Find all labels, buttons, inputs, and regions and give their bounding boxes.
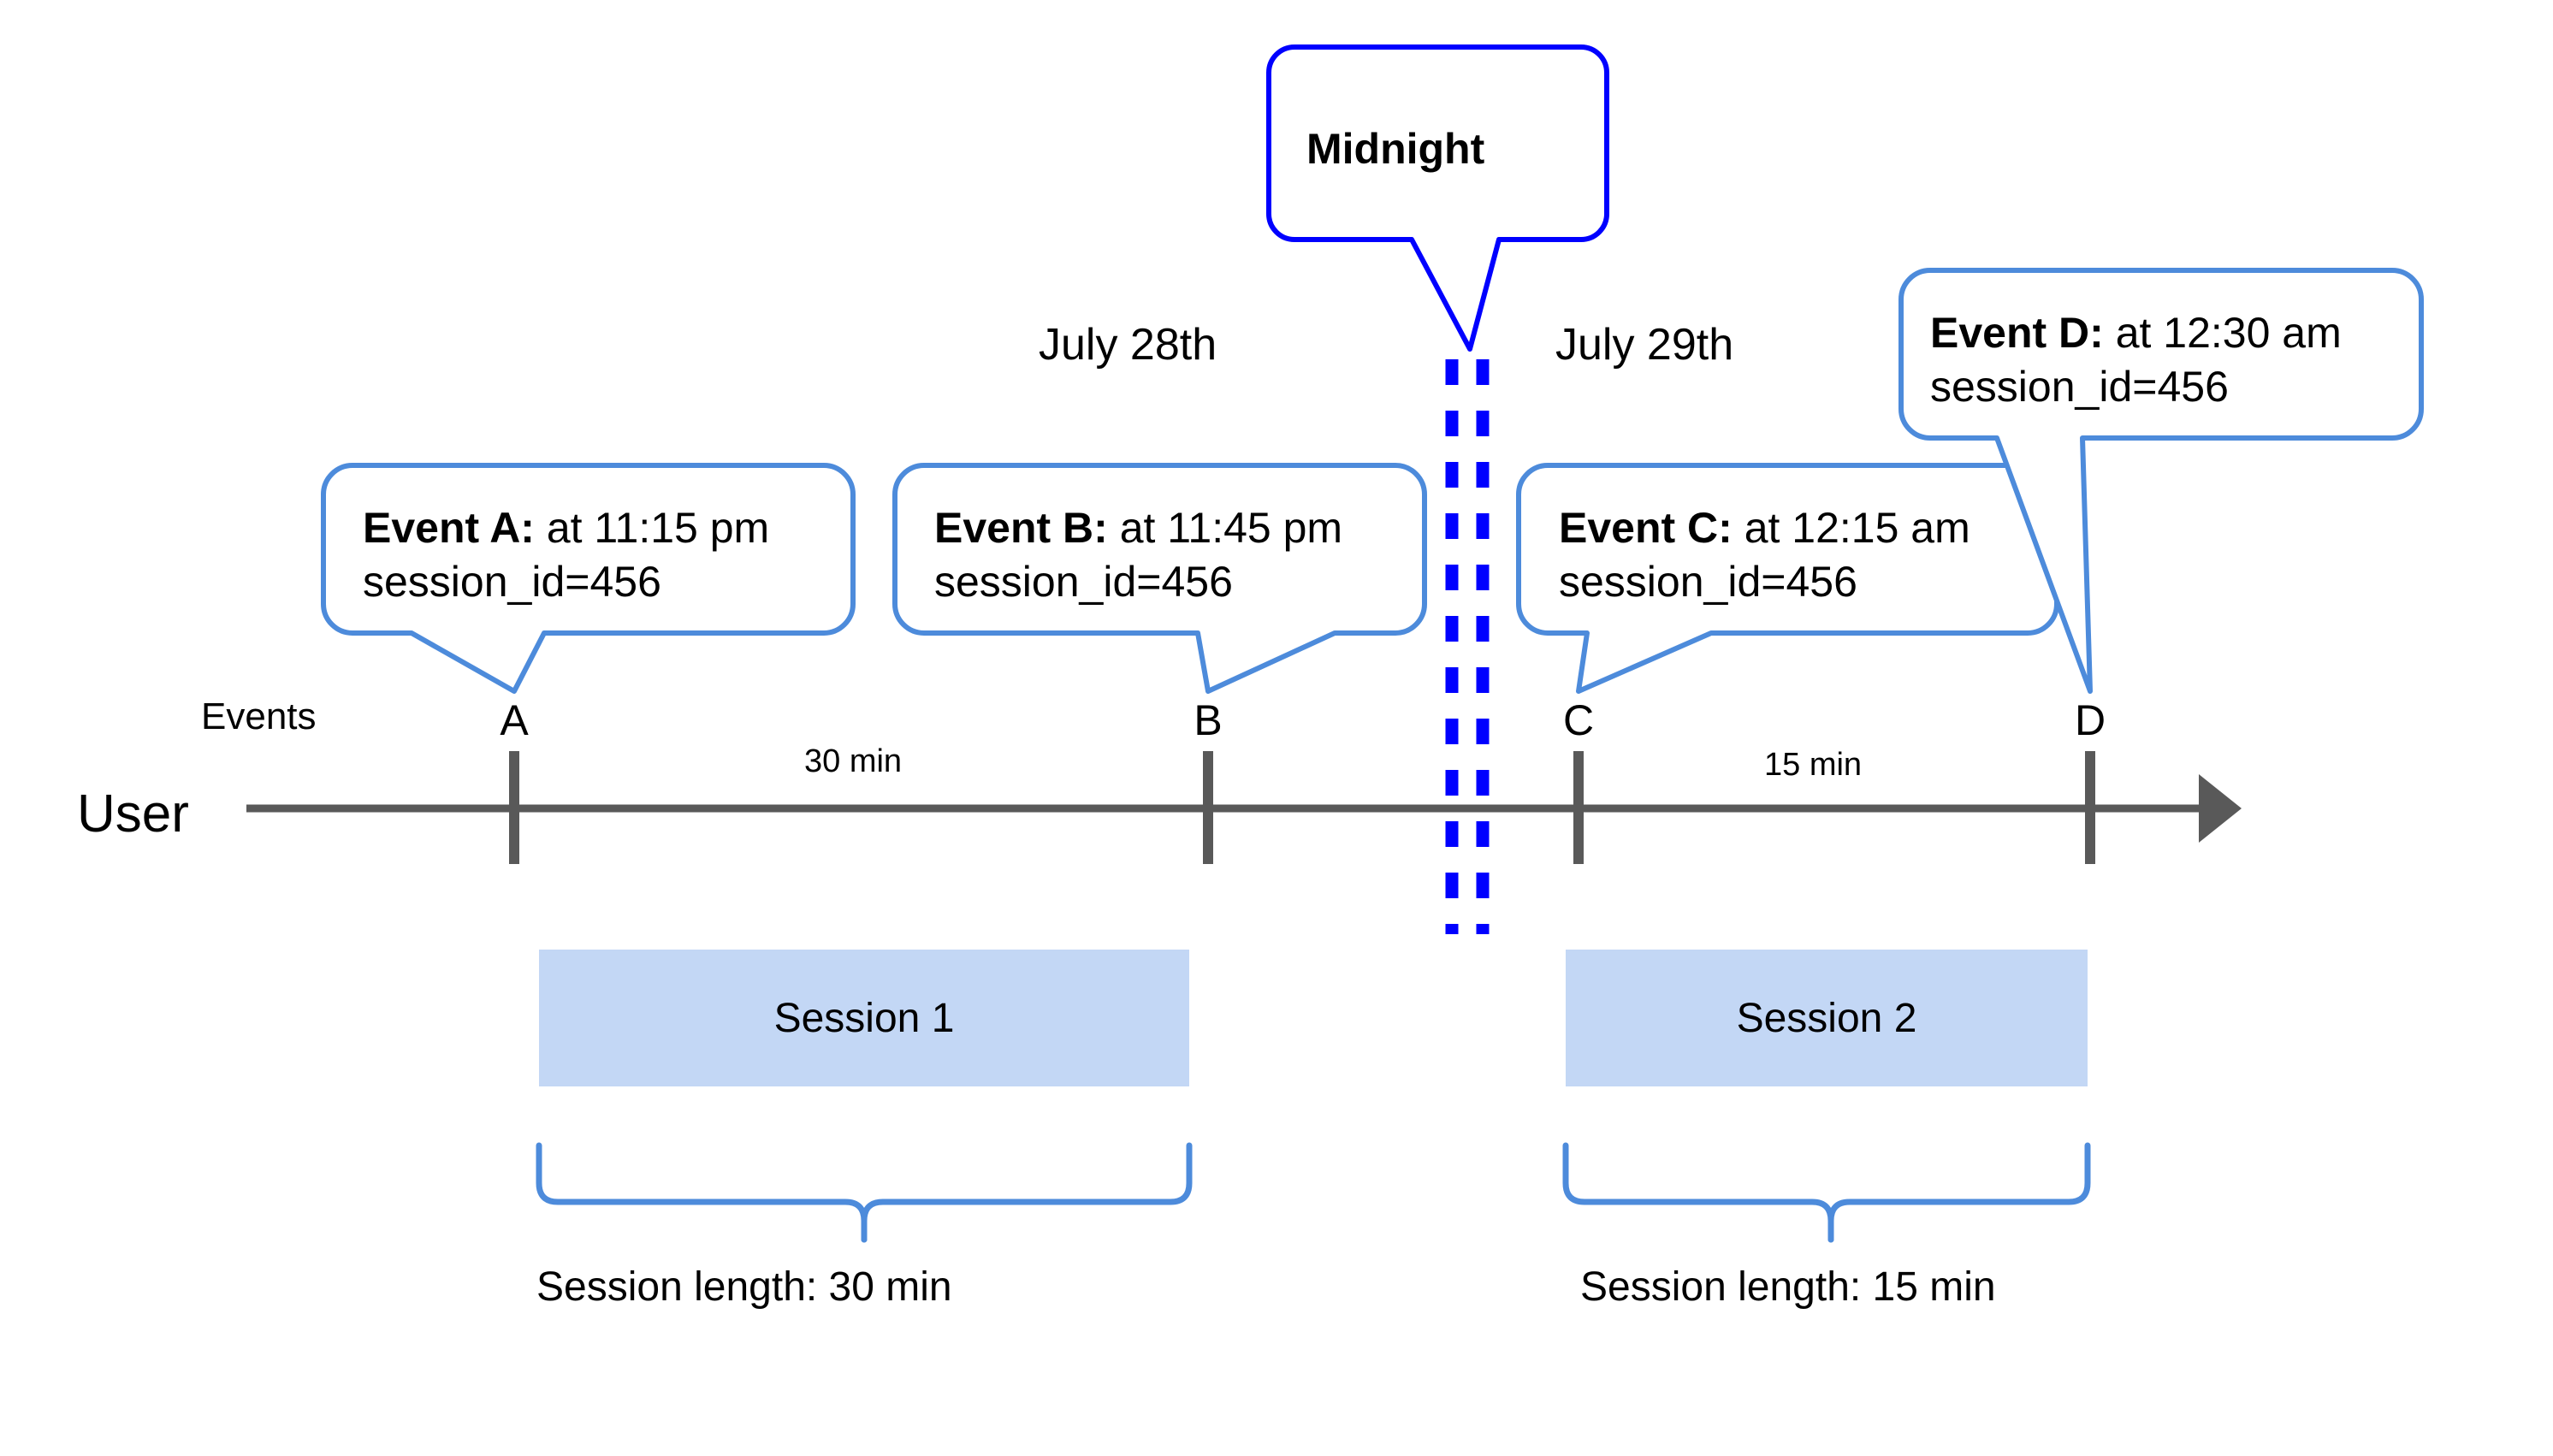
user-row-label: User (77, 784, 189, 843)
session-1-length-label: Session length: 30 min (536, 1264, 952, 1310)
session-1-brace-right (861, 1142, 1193, 1243)
event-c-session-label: session_id=456 (1559, 558, 1857, 606)
event-d-time-label: at 12:30 am (2103, 309, 2342, 357)
session-1-bar[interactable]: Session 1 (539, 950, 1189, 1086)
session-1-label: Session 1 (773, 995, 955, 1041)
marker-label-c: C (1562, 696, 1595, 744)
session-2-label: Session 2 (1736, 995, 1917, 1041)
session-2-length-label: Session length: 15 min (1580, 1264, 1996, 1310)
interval-label-30-min: 30 min (804, 743, 903, 779)
axis-arrowhead (2199, 774, 2242, 843)
session-2-brace-left (1562, 1142, 1834, 1243)
event-b-time-label: at 11:45 pm (1107, 504, 1343, 552)
events-row-label: Events (201, 695, 317, 737)
event-c-time-label: at 12:15 am (1732, 504, 1970, 552)
event-d-callout-text: Event D: at 12:30 am session_id=456 (1930, 306, 2342, 414)
marker-label-d: D (2074, 696, 2106, 744)
marker-label-a: A (500, 696, 529, 744)
event-b-session-label: session_id=456 (934, 558, 1233, 606)
midnight-dashed-lines (1445, 359, 1490, 934)
session-1-brace (536, 1142, 1193, 1243)
event-d-session-label: session_id=456 (1930, 363, 2229, 411)
midnight-bubble-path (1266, 44, 1609, 352)
midnight-label: Midnight (1306, 125, 1485, 173)
date-label-july-28: July 28th (1039, 320, 1217, 370)
event-a-session-label: session_id=456 (363, 558, 661, 606)
session-1-brace-left (536, 1142, 868, 1243)
event-a-bold-label: Event A: (363, 504, 535, 552)
session-2-brace (1562, 1142, 2091, 1243)
session-2-brace-right (1827, 1142, 2091, 1243)
event-a-time-label: at 11:15 pm (534, 504, 770, 552)
event-c-callout-text: Event C: at 12:15 am session_id=456 (1559, 501, 1970, 609)
event-a-callout-text: Event A: at 11:15 pm session_id=456 (363, 501, 769, 609)
event-c-bold-label: Event C: (1559, 504, 1733, 552)
event-b-callout-text: Event B: at 11:45 pm session_id=456 (934, 501, 1342, 609)
event-d-bold-label: Event D: (1930, 309, 2104, 357)
date-label-july-29: July 29th (1555, 320, 1734, 370)
marker-label-b: B (1194, 696, 1223, 744)
midnight-callout-shape (1266, 44, 1609, 352)
event-b-bold-label: Event B: (934, 504, 1108, 552)
timeline-axis (246, 774, 2242, 843)
session-2-bar[interactable]: Session 2 (1566, 950, 2088, 1086)
interval-label-15-min: 15 min (1764, 747, 1863, 783)
